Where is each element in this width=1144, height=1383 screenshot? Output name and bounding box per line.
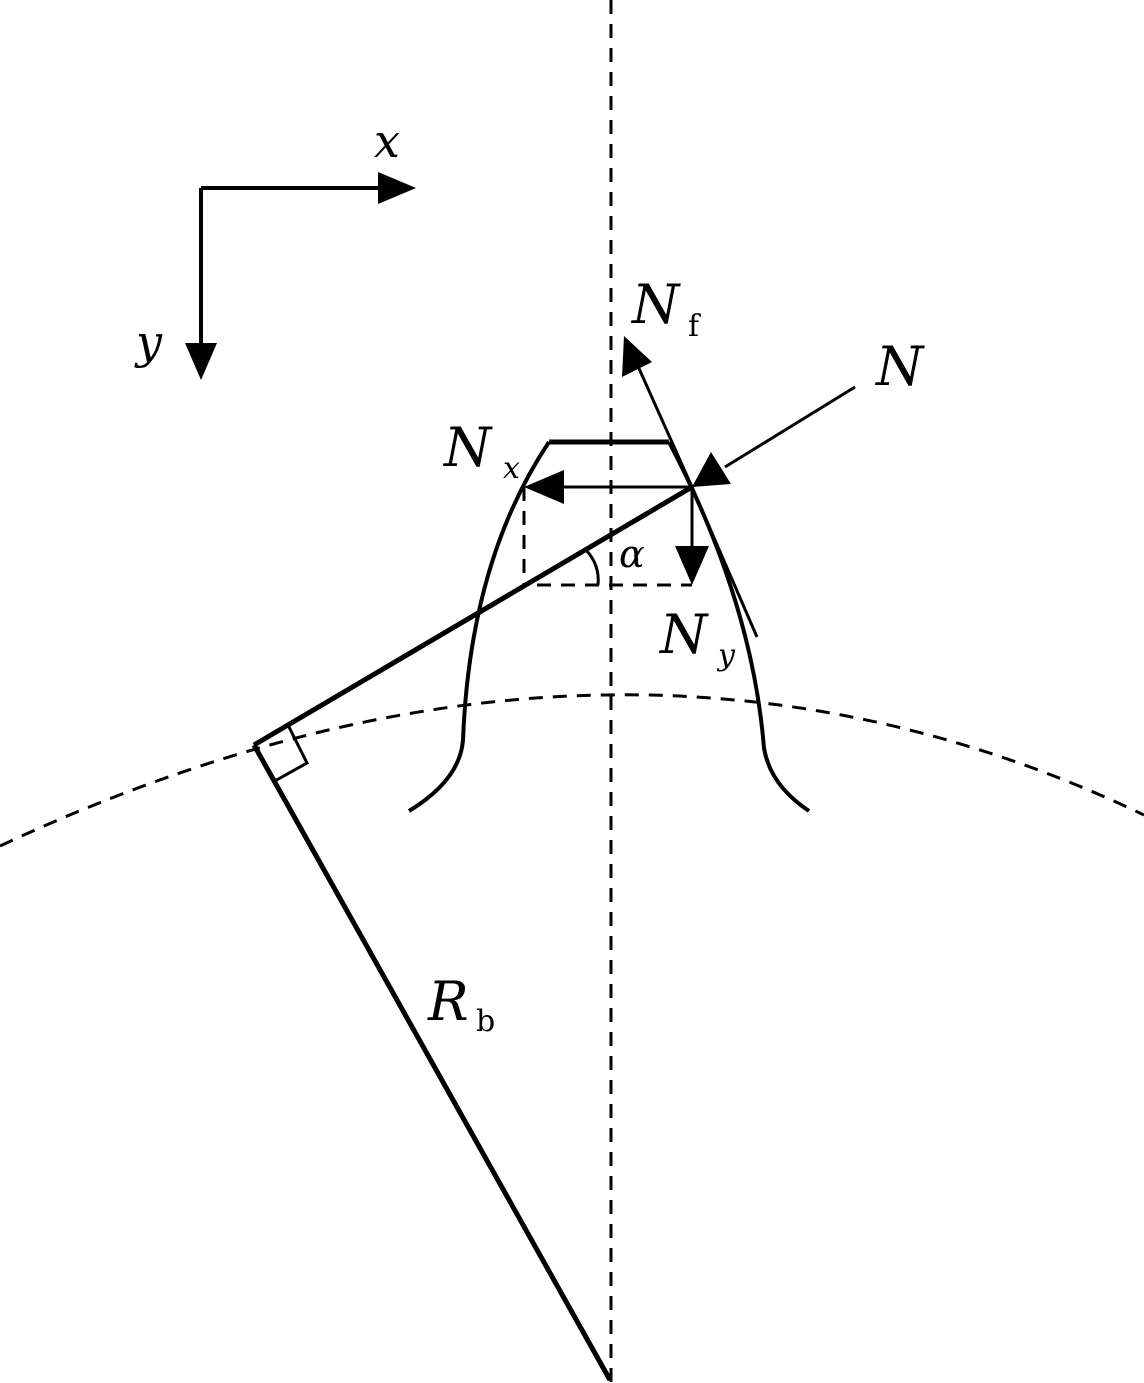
x-axis-label: x [374,114,400,168]
alpha-angle-arc [584,548,600,586]
base-circle-arc [0,693,1144,848]
tangent-line [690,486,759,638]
base-radius-label: R [427,970,469,1033]
x-axis-arrow [378,172,416,204]
tooth-left-flank [407,440,551,813]
force-Nf-label: N [630,273,681,336]
force-Nf-arrow [622,336,652,377]
force-Nx-arrow [524,470,564,504]
right-angle-marker [272,726,309,784]
force-Ny-subscript: y [716,638,736,673]
y-axis-label: y [134,315,163,369]
force-Nx-label: N [442,416,493,479]
force-Ny-label: N [658,603,709,666]
coordinate-axes: x y [134,114,416,380]
force-N-line [724,385,856,469]
force-Nx-subscript: x [503,451,520,486]
gear-tooth [407,439,811,813]
line-of-action [252,484,694,748]
force-N-arrow [692,452,731,487]
base-radius-subscript: b [476,1004,495,1039]
force-Nf-line [635,363,694,488]
alpha-label: α [619,532,645,576]
y-axis-arrow [185,343,217,380]
force-Nf-subscript: f [688,309,701,344]
force-Ny-arrow [675,546,709,585]
base-radius-line [251,743,613,1382]
force-N-label: N [874,335,925,398]
